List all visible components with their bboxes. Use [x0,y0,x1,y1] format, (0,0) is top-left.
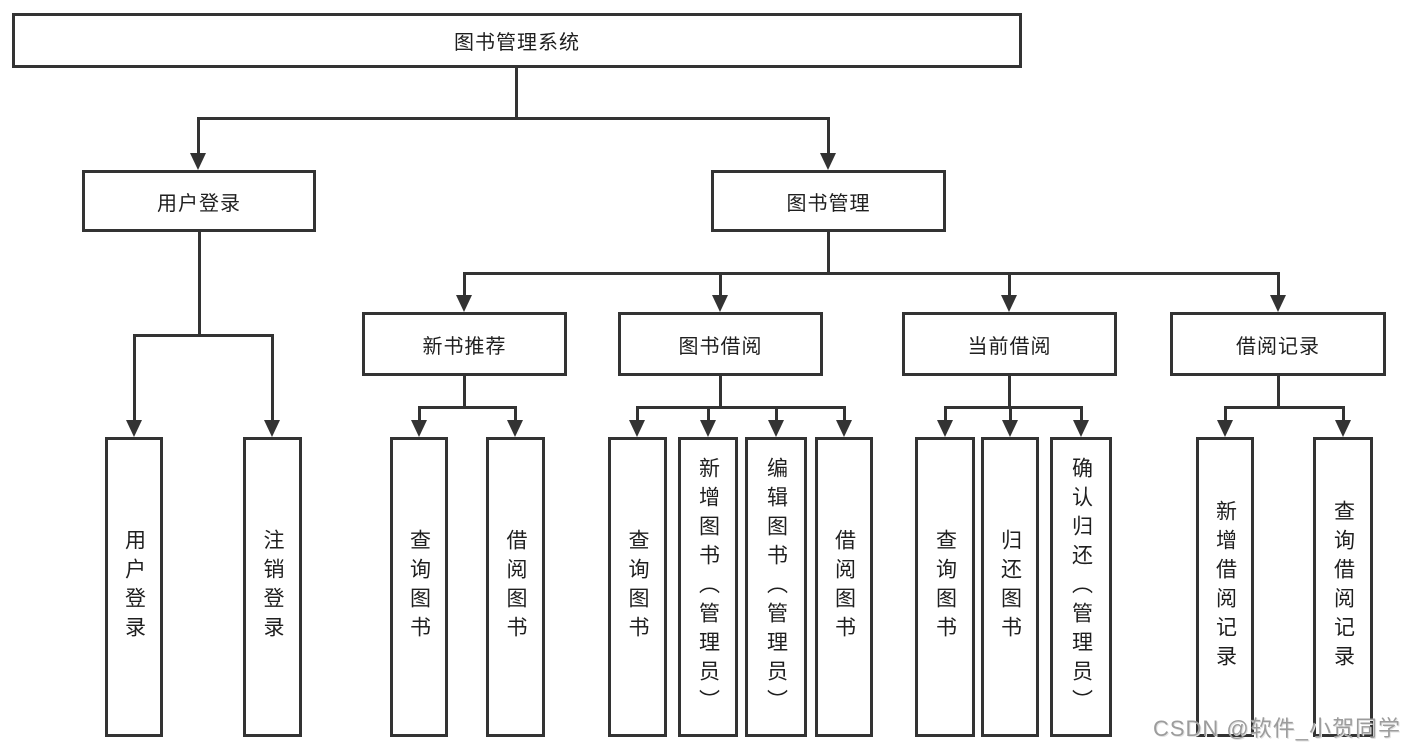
leaf-confirm-return-admin: 确认归还（管理员） [1050,437,1112,737]
connector-line [1342,406,1345,422]
node-label: 用户登录 [157,192,241,215]
node-book-management: 图书管理 [711,170,946,232]
arrow-down-icon [1217,420,1233,437]
connector-line [843,406,846,422]
connector-line [636,406,639,422]
node-label: 编辑图书（管理员） [764,456,788,718]
connector-line [133,334,136,421]
connector-line [1224,406,1227,422]
node-label: 图书借阅 [678,335,763,358]
connector-line [463,272,466,298]
arrow-down-icon [507,420,523,437]
connector-line [944,406,1082,409]
leaf-user-login: 用户登录 [105,437,163,737]
arrow-down-icon [700,420,716,437]
leaf-logout: 注销登录 [243,437,302,737]
csdn-watermark: CSDN @软件_小贺同学 [1152,716,1401,741]
node-user-login: 用户登录 [82,170,316,232]
node-book-borrowing: 图书借阅 [618,312,823,376]
node-label: 查询借阅记录 [1331,500,1355,674]
connector-line [775,406,778,422]
node-current-borrowing: 当前借阅 [902,312,1117,376]
connector-line [515,68,518,118]
arrow-down-icon [629,420,645,437]
node-label: 图书管理系统 [454,32,580,54]
node-label: 借阅图书 [832,529,856,645]
arrow-down-icon [456,295,472,312]
leaf-edit-books-admin: 编辑图书（管理员） [745,437,807,737]
arrow-down-icon [1335,420,1351,437]
node-library-management-system: 图书管理系统 [12,13,1022,68]
arrow-down-icon [1001,295,1017,312]
connector-line [1277,376,1280,408]
node-borrowing-records: 借阅记录 [1170,312,1386,376]
leaf-borrow-books: 借阅图书 [815,437,873,737]
arrow-down-icon [190,153,206,170]
node-label: 当前借阅 [967,335,1052,358]
leaf-query-books: 查询图书 [390,437,448,737]
connector-line [1224,406,1344,409]
node-label: 查询图书 [626,529,649,645]
connector-line [1009,406,1012,422]
arrow-down-icon [836,420,852,437]
arrow-down-icon [1270,295,1286,312]
connector-line [1008,376,1011,408]
connector-line [133,334,274,337]
arrow-down-icon [820,153,836,170]
connector-line [636,406,846,409]
node-label: 新书推荐 [422,335,507,358]
arrow-down-icon [411,420,427,437]
connector-line [418,406,421,422]
connector-line [1277,272,1280,298]
connector-line [271,334,274,421]
node-label: 用户登录 [122,529,146,645]
connector-line [707,406,710,422]
leaf-query-borrow-record: 查询借阅记录 [1313,437,1373,737]
arrow-down-icon [1002,420,1018,437]
connector-line [197,117,200,155]
connector-line [719,272,722,298]
node-label: 查询图书 [933,529,957,645]
leaf-add-books-admin: 新增图书（管理员） [678,437,738,737]
node-label: 图书管理 [786,192,871,215]
arrow-down-icon [768,420,784,437]
node-label: 新增借阅记录 [1213,500,1237,674]
leaf-return-books: 归还图书 [981,437,1039,737]
connector-line [197,117,830,120]
node-label: 新增图书（管理员） [696,456,720,718]
leaf-borrow-books: 借阅图书 [486,437,545,737]
connector-line [514,406,517,422]
arrow-down-icon [937,420,953,437]
connector-line [944,406,947,422]
arrow-down-icon [126,420,142,437]
node-label: 确认归还（管理员） [1069,456,1093,718]
leaf-add-borrow-record: 新增借阅记录 [1196,437,1254,737]
leaf-query-books: 查询图书 [608,437,667,737]
connector-line [198,232,201,335]
node-label: 查询图书 [407,529,431,645]
connector-line [1008,272,1011,298]
connector-line [719,376,722,408]
node-label: 注销登录 [261,529,284,645]
connector-line [827,232,830,274]
arrow-down-icon [712,295,728,312]
leaf-query-books: 查询图书 [915,437,975,737]
node-label: 借阅记录 [1236,335,1320,358]
node-new-book-recommend: 新书推荐 [362,312,567,376]
connector-line [1080,406,1083,422]
connector-line [418,406,517,409]
connector-line [463,376,466,408]
node-label: 借阅图书 [504,529,527,645]
connector-line [827,117,830,155]
connector-line [463,272,1280,275]
arrow-down-icon [264,420,280,437]
node-label: 归还图书 [998,529,1022,645]
arrow-down-icon [1073,420,1089,437]
